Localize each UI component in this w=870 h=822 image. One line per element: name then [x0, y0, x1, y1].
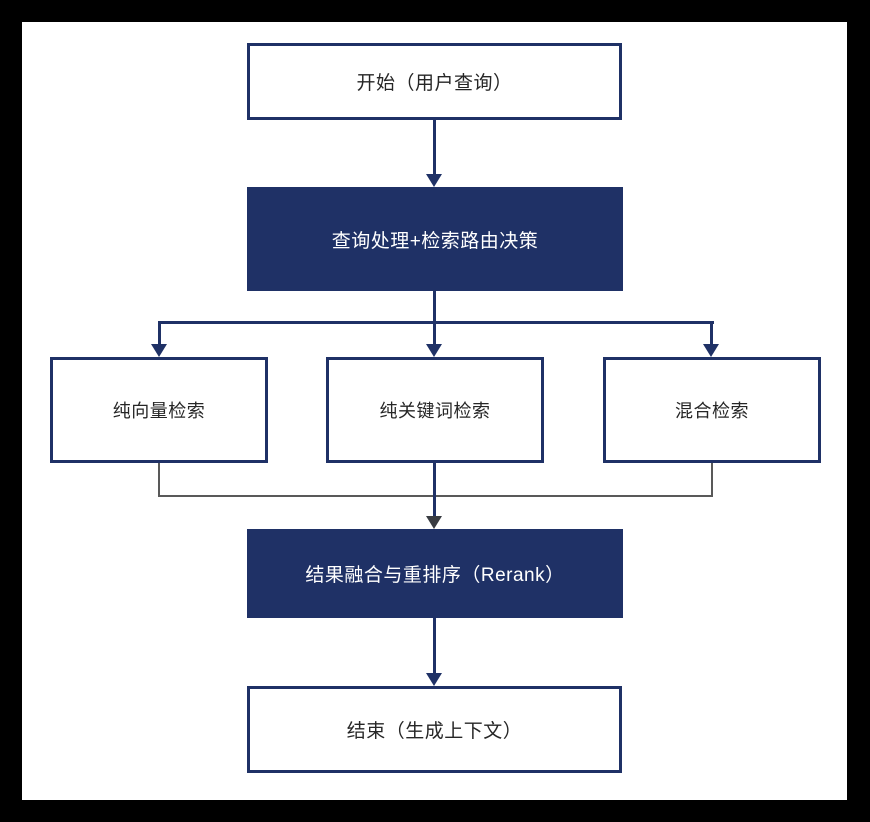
- node-start: 开始（用户查询）: [247, 43, 622, 120]
- node-keyword-label: 纯关键词检索: [379, 401, 491, 421]
- edge-hybrid-rerank-stem: [711, 463, 713, 497]
- edge-vector-rerank-stem: [158, 463, 160, 497]
- edge-merge-arrowhead-icon: [426, 516, 442, 529]
- node-start-label: 开始（用户查询）: [356, 73, 513, 94]
- node-end: 结束（生成上下文）: [247, 686, 622, 773]
- edge-process-keyword-stem: [433, 324, 436, 345]
- edge-rerank-end-stem: [433, 618, 436, 674]
- edge-process-hybrid-stem: [710, 324, 713, 345]
- node-keyword: 纯关键词检索: [326, 357, 544, 463]
- node-end-label: 结束（生成上下文）: [346, 721, 523, 742]
- node-hybrid: 混合检索: [603, 357, 821, 463]
- edge-process-branch-stem: [433, 291, 436, 324]
- edge-start-process-arrowhead-icon: [426, 174, 442, 187]
- edge-rerank-end-arrowhead-icon: [426, 673, 442, 686]
- node-vector-label: 纯向量检索: [112, 401, 206, 421]
- edge-process-hybrid-arrowhead-icon: [703, 344, 719, 357]
- node-process-label: 查询处理+检索路由决策: [331, 230, 539, 252]
- node-rerank-label: 结果融合与重排序（Rerank）: [305, 565, 565, 586]
- node-hybrid-label: 混合检索: [675, 401, 749, 421]
- edge-process-vector-arrowhead-icon: [151, 344, 167, 357]
- edge-process-vector-stem: [158, 324, 161, 345]
- edge-branch-horizontal: [158, 321, 714, 324]
- node-process: 查询处理+检索路由决策: [247, 187, 623, 291]
- edge-process-keyword-arrowhead-icon: [426, 344, 442, 357]
- edge-keyword-rerank-stem: [433, 463, 436, 516]
- node-rerank: 结果融合与重排序（Rerank）: [247, 529, 623, 618]
- node-vector: 纯向量检索: [50, 357, 268, 463]
- edge-start-process-stem: [433, 119, 436, 175]
